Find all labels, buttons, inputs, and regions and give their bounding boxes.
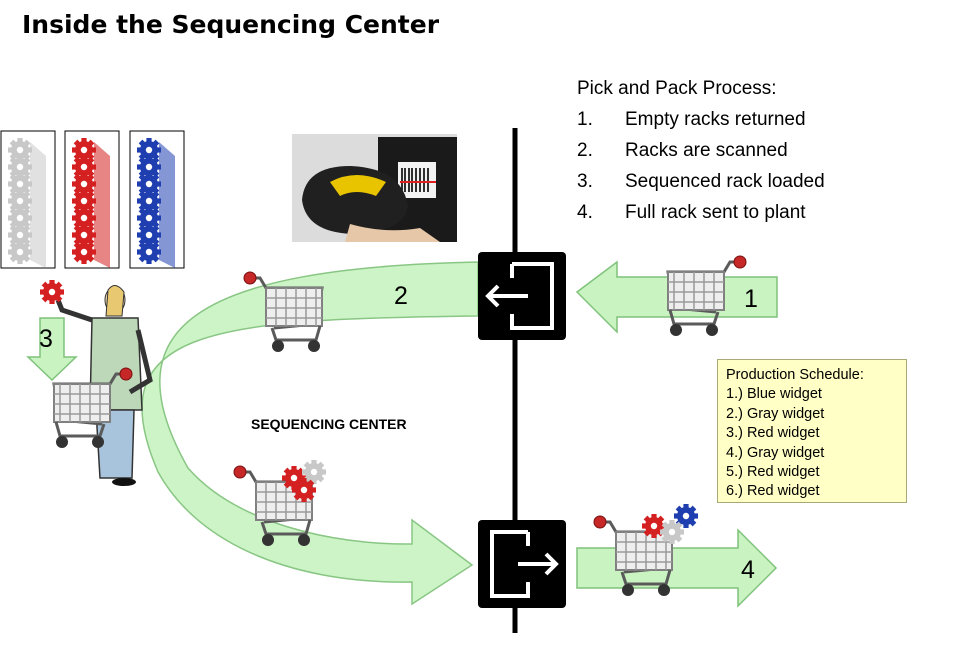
blue-widget-rack (129, 130, 185, 269)
gear-icon (40, 280, 64, 304)
process-step-text: Racks are scanned (625, 140, 788, 161)
schedule-item: 3.) Red widget (726, 425, 820, 442)
step-label-2: 2 (394, 282, 408, 310)
process-step-number: 1. (577, 109, 593, 130)
enter-door-icon (478, 252, 566, 340)
exit-door-icon (478, 520, 566, 608)
schedule-item: 6.) Red widget (726, 483, 820, 500)
step-label-4: 4 (741, 556, 755, 584)
process-step: 1. Empty racks returned (577, 109, 825, 140)
process-step-text: Sequenced rack loaded (625, 171, 825, 192)
process-step-text: Empty racks returned (625, 109, 806, 130)
process-step-number: 4. (577, 202, 593, 223)
schedule-item: 2.) Gray widget (726, 405, 825, 422)
schedule-title: Production Schedule: (726, 367, 864, 383)
page-title: Inside the Sequencing Center (22, 10, 440, 39)
load-arrow (26, 317, 78, 382)
production-schedule-note: Production Schedule: 1.) Blue widget 2.)… (717, 359, 907, 503)
process-steps-list: 1. Empty racks returned 2. Racks are scann… (577, 109, 825, 233)
process-step-number: 3. (577, 171, 593, 192)
barcode-scanner-icon (292, 134, 457, 242)
sequencing-center-label: SEQUENCING CENTER (251, 416, 407, 432)
process-step: 4. Full rack sent to plant (577, 202, 825, 233)
process-title: Pick and Pack Process: (577, 78, 777, 99)
process-step: 2. Racks are scanned (577, 140, 825, 171)
process-step-text: Full rack sent to plant (625, 202, 806, 223)
schedule-item: 1.) Blue widget (726, 386, 822, 403)
curved-flow-arrow (141, 261, 479, 606)
schedule-item: 5.) Red widget (726, 464, 820, 481)
gray-widget-rack (0, 130, 56, 269)
step-label-1: 1 (744, 285, 758, 313)
red-widget-rack (64, 130, 120, 269)
process-step: 3. Sequenced rack loaded (577, 171, 825, 202)
schedule-item: 4.) Gray widget (726, 444, 825, 461)
process-step-number: 2. (577, 140, 593, 161)
step-label-3: 3 (39, 325, 53, 353)
